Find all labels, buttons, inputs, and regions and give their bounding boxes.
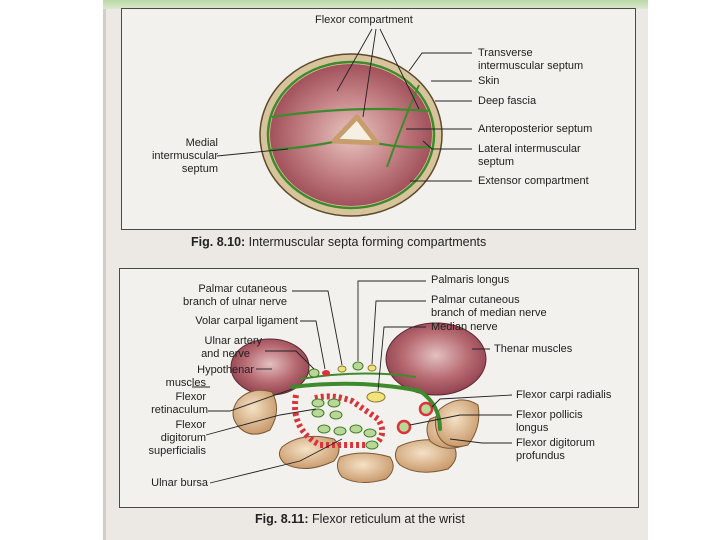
label-ulnar-artery-line2: and nerve <box>201 348 250 360</box>
carpal-bone-6 <box>434 399 480 448</box>
label-hypothenar-line2: muscles <box>165 377 206 389</box>
label-fpl-line1: Flexor pollicis <box>516 409 583 421</box>
label-lateral-septum-line2: septum <box>478 156 515 168</box>
label-flexor-compartment: Flexor compartment <box>315 14 413 26</box>
interosseous-triangle <box>331 114 380 146</box>
textbook-page: Flexor compartment Transverse intermuscu… <box>103 0 648 540</box>
label-hypothenar-line1: Hypothenar <box>197 364 254 376</box>
label-fpl-line2: longus <box>516 422 549 434</box>
label-pcb-ulnar-line1: Palmar cutaneous <box>198 283 287 295</box>
label-medial-septum-line1: Medial <box>185 137 218 149</box>
caption-number: Fig. 8.11: <box>255 512 309 526</box>
label-retinaculum-line1: Flexor <box>175 391 206 403</box>
figure-8-10: Flexor compartment Transverse intermuscu… <box>121 8 636 230</box>
label-fds-line2: digitorum <box>160 432 206 444</box>
label-fdp-line1: Flexor digitorum <box>516 437 595 449</box>
label-fds-line3: superficialis <box>148 445 206 457</box>
caption-text: Flexor reticulum at the wrist <box>311 512 465 526</box>
thenar-muscle <box>385 322 487 396</box>
carpal-bone-3 <box>336 452 394 483</box>
label-skin: Skin <box>478 75 500 87</box>
label-lateral-septum-line1: Lateral intermuscular <box>478 143 581 155</box>
figure-8-11-caption: Fig. 8.11: Flexor reticulum at the wrist <box>255 512 465 526</box>
ulnar-bursa <box>292 393 386 448</box>
label-fds-line1: Flexor <box>175 419 206 431</box>
label-deep-fascia: Deep fascia <box>478 95 537 107</box>
median-nerve <box>366 391 386 403</box>
label-palmaris-longus: Palmaris longus <box>431 274 510 286</box>
transverse-septum <box>271 107 429 119</box>
anteroposterior-septum-line <box>386 84 420 168</box>
label-thenar-muscles: Thenar muscles <box>494 343 573 355</box>
label-medial-septum-line2: intermuscular <box>151 150 218 162</box>
carpal-bone-1 <box>232 389 277 435</box>
label-transverse-septum-line2: intermuscular septum <box>478 60 584 72</box>
top-strip <box>103 0 648 9</box>
label-pcb-ulnar-line2: branch of ulnar nerve <box>183 296 287 308</box>
wrist-cross-section-diagram <box>192 280 513 484</box>
caption-number: Fig. 8.10: <box>191 235 246 249</box>
figure-8-10-caption: Fig. 8.10: Intermuscular septa forming c… <box>191 235 486 249</box>
carpal-bone-2 <box>278 435 340 469</box>
caption-text: Intermuscular septa forming compartments <box>248 235 487 249</box>
figure-8-11: Palmaris longus Palmar cutaneous branch … <box>119 268 639 508</box>
label-medial-septum-line3: septum <box>181 163 218 175</box>
fcr-tendon <box>418 401 434 417</box>
label-pcb-median-line2: branch of median nerve <box>431 307 547 319</box>
label-flexor-carpi-radialis: Flexor carpi radialis <box>516 389 612 401</box>
page-edge <box>103 0 106 540</box>
forearm-cross-section-diagram <box>216 28 472 217</box>
flexor-retinaculum <box>290 381 442 431</box>
deep-fascia <box>266 60 436 210</box>
label-transverse-septum-line1: Transverse <box>478 47 533 59</box>
label-anteroposterior-septum: Anteroposterior septum <box>478 123 593 135</box>
label-retinaculum-line2: retinaculum <box>151 404 208 416</box>
label-ulnar-bursa: Ulnar bursa <box>151 477 208 489</box>
label-ulnar-artery-line1: Ulnar artery <box>204 335 262 347</box>
label-pcb-median-line1: Palmar cutaneous <box>431 294 520 306</box>
label-median-nerve: Median nerve <box>431 321 498 333</box>
label-fdp-line2: profundus <box>516 450 565 462</box>
label-volar-carpal-ligament: Volar carpal ligament <box>195 315 298 327</box>
label-extensor-compartment: Extensor compartment <box>478 175 589 187</box>
fpl-tendon <box>396 419 412 435</box>
